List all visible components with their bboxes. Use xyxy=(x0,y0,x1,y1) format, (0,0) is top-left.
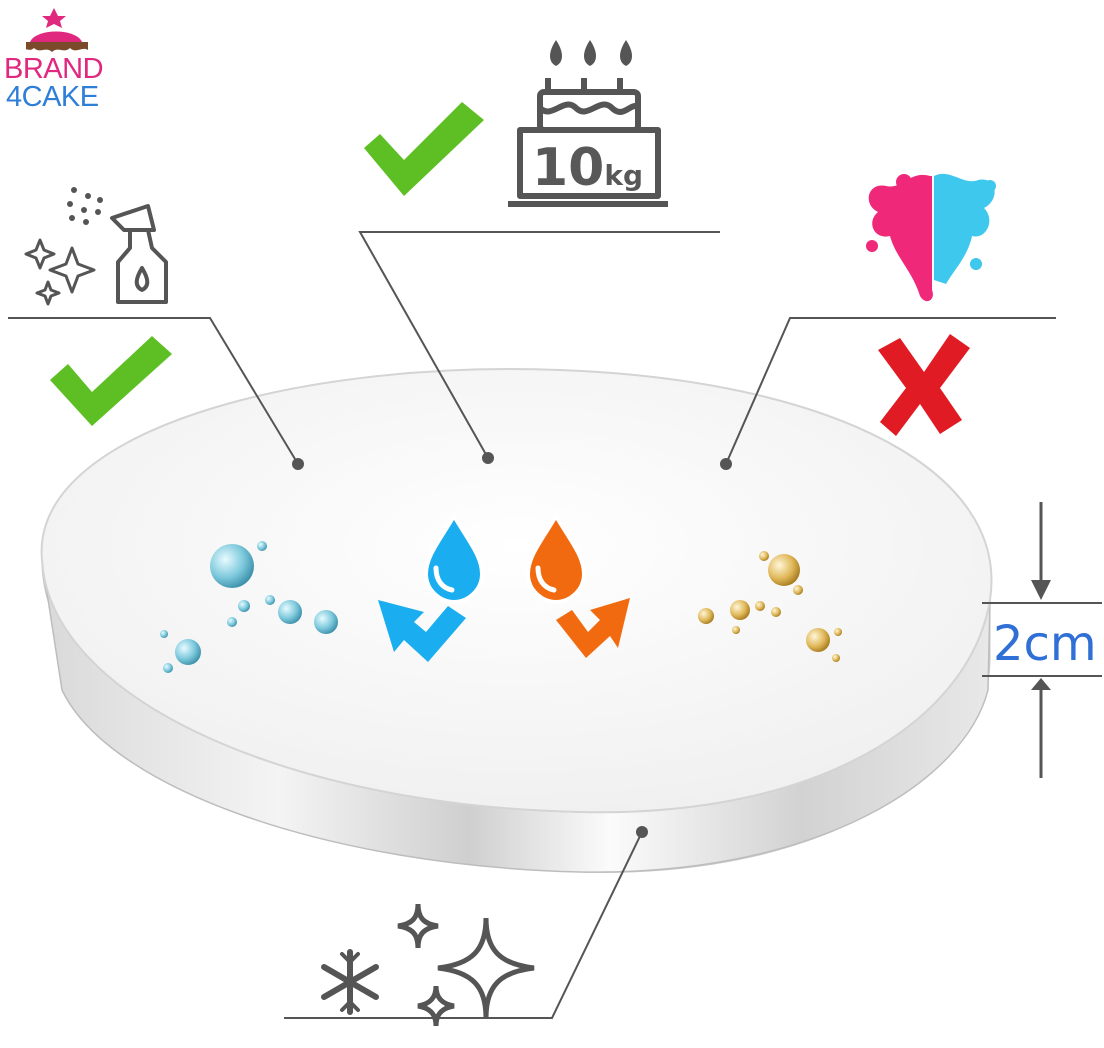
birthday-cake-icon xyxy=(508,40,668,207)
board-height-label: 2cm xyxy=(993,616,1097,672)
cross-icon xyxy=(878,334,970,436)
water-droplets xyxy=(160,541,338,673)
point-marker xyxy=(720,458,732,470)
logo-text-brand: BRAND xyxy=(4,53,104,85)
spray-bottle-sparkle-icon xyxy=(24,204,168,306)
water-repellent-icon xyxy=(378,512,485,662)
point-marker xyxy=(292,458,304,470)
oil-droplets xyxy=(698,551,842,662)
brand-logo: BRAND 4CAKE xyxy=(4,4,114,114)
leader-lines xyxy=(8,231,1102,1019)
snowflake-sparkle-icon xyxy=(321,903,535,1027)
point-marker xyxy=(482,452,494,464)
weight-unit: kg xyxy=(604,159,644,192)
logo-cake-icon xyxy=(26,8,88,52)
height-dimension-arrows xyxy=(1031,502,1051,778)
cake-board xyxy=(40,368,993,873)
weight-value: 10 xyxy=(532,138,605,198)
spray-dots xyxy=(67,187,103,225)
paint-splash-icon xyxy=(866,173,996,302)
logo-text-4cake: 4CAKE xyxy=(6,81,99,113)
point-marker xyxy=(636,826,648,838)
check-icon xyxy=(364,102,484,196)
check-icon xyxy=(50,336,172,426)
max-cake-weight: 10kg xyxy=(532,140,643,204)
oil-repellent-icon xyxy=(525,512,630,658)
